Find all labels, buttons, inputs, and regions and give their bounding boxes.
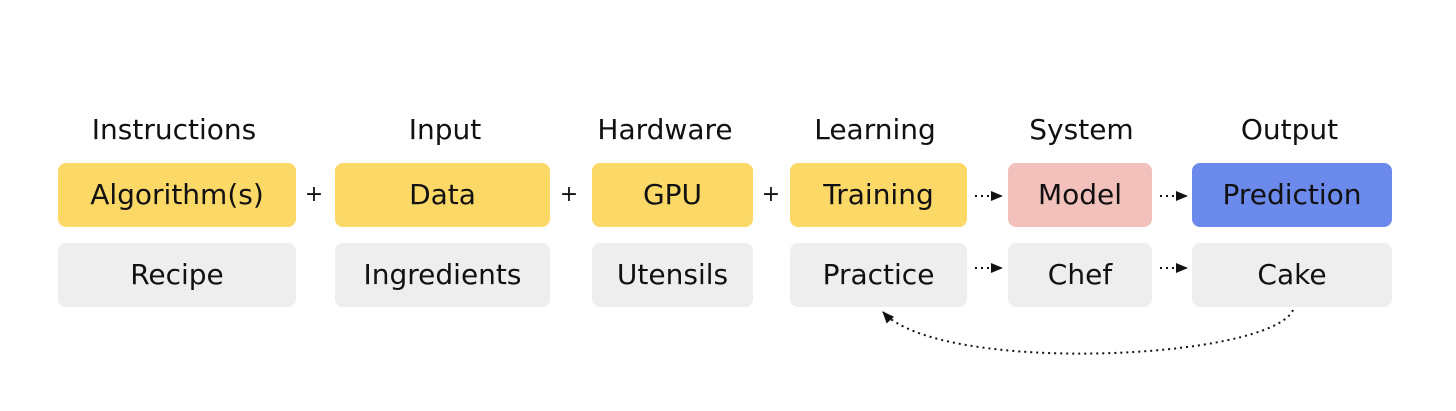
header-instructions: Instructions	[91, 113, 257, 146]
chef-box: Chef	[1008, 243, 1152, 307]
header-output: Output	[1240, 113, 1339, 146]
plus-operator-1: +	[304, 182, 324, 207]
header-hardware: Hardware	[597, 113, 733, 146]
practice-box: Practice	[790, 243, 967, 307]
header-input: Input	[408, 113, 482, 146]
cake-to-practice-feedback-arrow	[882, 309, 1294, 355]
data-box: Data	[335, 163, 550, 227]
header-system: System	[1029, 113, 1134, 146]
utensils-box: Utensils	[592, 243, 753, 307]
algorithms-box: Algorithm(s)	[58, 163, 296, 227]
plus-operator-2: +	[559, 182, 579, 207]
header-learning: Learning	[814, 113, 936, 146]
plus-operator-3: +	[761, 182, 781, 207]
prediction-box: Prediction	[1192, 163, 1392, 227]
ingredients-box: Ingredients	[335, 243, 550, 307]
model-box: Model	[1008, 163, 1152, 227]
gpu-box: GPU	[592, 163, 753, 227]
cake-box: Cake	[1192, 243, 1392, 307]
training-box: Training	[790, 163, 967, 227]
recipe-box: Recipe	[58, 243, 296, 307]
